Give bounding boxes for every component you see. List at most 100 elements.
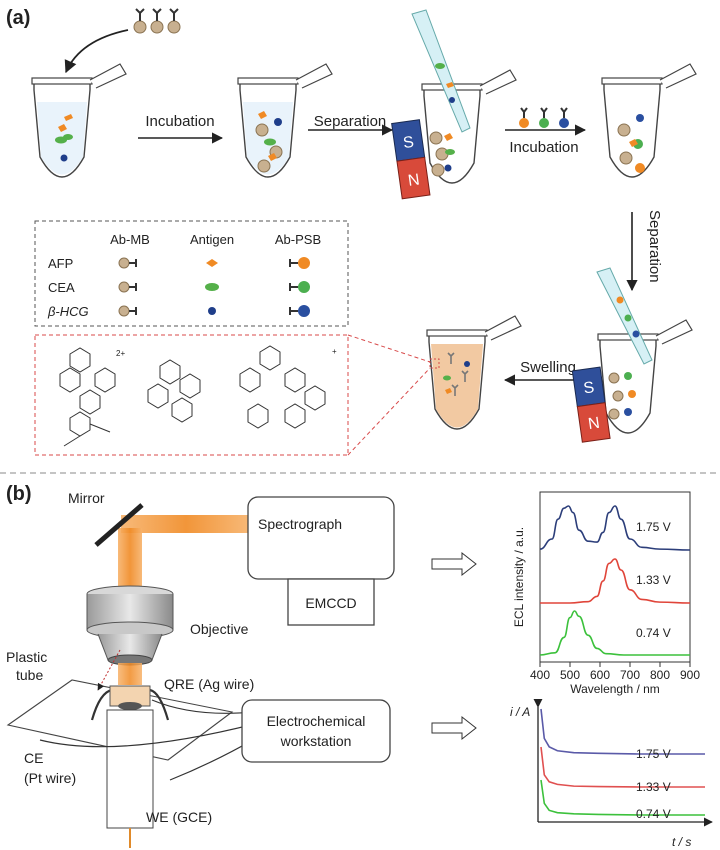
spectrum-tick-label: 600	[590, 668, 610, 682]
legend-abmb-mark	[118, 257, 130, 269]
spectrograph-label: Spectrograph	[258, 516, 342, 532]
panel-a-label: (a)	[6, 7, 30, 29]
hollow-arrow-2	[431, 715, 477, 741]
step-4-label: Separation	[646, 210, 663, 283]
spectrum-series-label-2: 1.33 V	[636, 573, 671, 587]
legend-abmb-mark	[118, 305, 130, 317]
emccd-box	[287, 578, 375, 626]
spectrum-lines	[539, 505, 691, 656]
legend-abmb-antibody	[129, 307, 137, 315]
spectrum-tick-label: 500	[560, 668, 580, 682]
ab-mb-beads	[133, 8, 181, 34]
spectrum-series-line	[539, 610, 690, 656]
workstation-label-1: Electrochemical	[267, 713, 366, 729]
magnet-2: S N	[571, 366, 611, 443]
zoom-line-bottom	[347, 367, 431, 456]
ru-complex-structure	[59, 347, 116, 447]
tube-2	[237, 63, 333, 178]
magnet-1-n: N	[407, 171, 421, 189]
legend-header-abpsb: Ab-PSB	[275, 232, 321, 247]
zoom-line-top	[347, 334, 431, 363]
spectrum-tick-label: 800	[650, 668, 670, 682]
workstation-box	[241, 699, 391, 763]
ab-psb-beads	[519, 107, 569, 128]
spectrograph-box	[247, 496, 395, 580]
current-ylabel: i / A	[510, 705, 530, 719]
legend-row-cea: CEA	[48, 280, 75, 295]
spectrum-ticks: 400 500 600 700 800 900	[530, 662, 700, 682]
tube-5	[597, 319, 693, 434]
emccd-label: EMCCD	[305, 595, 356, 611]
spectrum-chart: 400 500 600 700 800 900 Wavelength / nm ECL i…	[512, 491, 700, 696]
legend-abpsb-mark	[298, 281, 310, 293]
tube-final	[426, 315, 522, 430]
current-series-label-3: 0.74 V	[636, 807, 671, 821]
magnet-2-s: S	[582, 379, 595, 397]
magnet-1-s: S	[402, 134, 415, 152]
spectrum-tick-label: 700	[620, 668, 640, 682]
current-series-line	[540, 779, 705, 816]
ir-complex-structure-2	[239, 345, 326, 429]
ce-label-2: (Pt wire)	[24, 770, 76, 786]
objective-label: Objective	[190, 621, 249, 637]
ce-label-1: CE	[24, 750, 43, 766]
spectrum-ylabel: ECL intensity / a.u.	[512, 527, 526, 627]
plastic-tube-label-1: Plastic	[6, 649, 47, 665]
spectrum-frame	[539, 491, 691, 663]
spectrum-series-label-3: 0.74 V	[636, 626, 671, 640]
current-lines	[540, 708, 705, 816]
ru-charge: 2+	[116, 349, 125, 358]
current-series-label-2: 1.33 V	[636, 780, 671, 794]
magnet-2-n: N	[587, 415, 601, 433]
spectrum-series-line	[539, 505, 691, 551]
spectrum-tick-label: 900	[680, 668, 700, 682]
pipette-2	[596, 267, 653, 365]
hollow-arrow-1	[431, 551, 477, 577]
legend-header-antigen: Antigen	[190, 232, 234, 247]
legend-abmb-antibody	[129, 259, 137, 267]
current-series-line	[540, 746, 705, 788]
we-label: WE (GCE)	[146, 809, 212, 825]
panel-b-label: (b)	[6, 483, 32, 505]
light-beam-vertical	[118, 528, 142, 590]
plastic-tube-label-2: tube	[16, 667, 43, 683]
mirror	[94, 503, 144, 547]
current-xlabel: t / s	[672, 835, 691, 849]
legend-antigen-cea-mark	[205, 283, 219, 291]
objective	[86, 585, 174, 685]
ir-charge: +	[332, 347, 337, 356]
current-series-label-1: 1.75 V	[636, 747, 671, 761]
legend-abpsb-antibody	[289, 283, 298, 291]
electrochemical-cell	[6, 649, 271, 848]
tube-1	[31, 63, 127, 178]
legend-abpsb-antibody	[289, 307, 298, 315]
legend-antigen-bhcg-mark	[208, 307, 216, 315]
spectrum-tick-label: 400	[530, 668, 550, 682]
ir-complex-structure-1	[147, 359, 201, 423]
legend-row-afp: AFP	[48, 256, 73, 271]
tube-4	[601, 63, 697, 178]
step-5-label: Swelling	[520, 359, 576, 376]
legend-header-abmb: Ab-MB	[110, 232, 150, 247]
legend-box	[34, 220, 349, 327]
legend-row-bhcg: β-HCG	[47, 304, 89, 319]
legend-abmb-antibody	[129, 283, 137, 291]
add-arrow	[64, 29, 129, 74]
legend-abpsb-antibody	[289, 259, 298, 267]
current-chart: i / A t / s 1.75 V 1.33 V 0.74 V	[510, 698, 713, 849]
legend-marks	[118, 257, 310, 317]
magnet-1: S N	[391, 119, 431, 200]
mirror-label: Mirror	[68, 490, 105, 506]
step-3-label: Incubation	[509, 139, 578, 156]
legend-abpsb-mark	[298, 257, 310, 269]
structures-box	[34, 334, 349, 456]
pipette-1	[411, 9, 471, 133]
current-series-line	[540, 708, 705, 755]
qre-label: QRE (Ag wire)	[164, 676, 254, 692]
spectrum-series-line	[540, 558, 691, 604]
workstation-label-2: workstation	[280, 733, 352, 749]
spectrum-xlabel: Wavelength / nm	[570, 682, 660, 696]
light-beam-horizontal	[121, 515, 251, 533]
legend-antigen-afp-mark	[206, 259, 218, 267]
